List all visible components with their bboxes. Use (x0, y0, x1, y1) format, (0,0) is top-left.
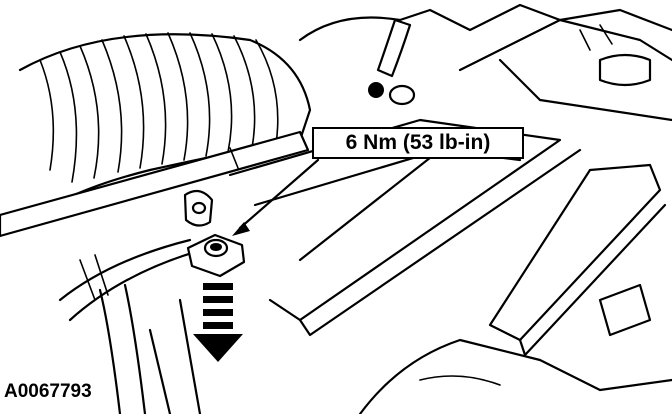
torque-label: 6 Nm (53 lb-in) (345, 131, 491, 154)
leader-arrow (232, 158, 320, 236)
air-intake-hose (18, 32, 312, 222)
vacuum-hose (368, 18, 416, 106)
engine-block-upper (298, 3, 672, 122)
diagonal-rod (0, 130, 310, 238)
removal-direction-arrow (193, 283, 243, 362)
engine-block-lower (148, 298, 672, 414)
wire-harness (58, 238, 197, 414)
figure-id: A0067793 (4, 381, 92, 402)
battery-terminal (186, 233, 246, 278)
mounting-bracket (183, 189, 214, 227)
torque-callout: 6 Nm (53 lb-in) (312, 127, 524, 159)
